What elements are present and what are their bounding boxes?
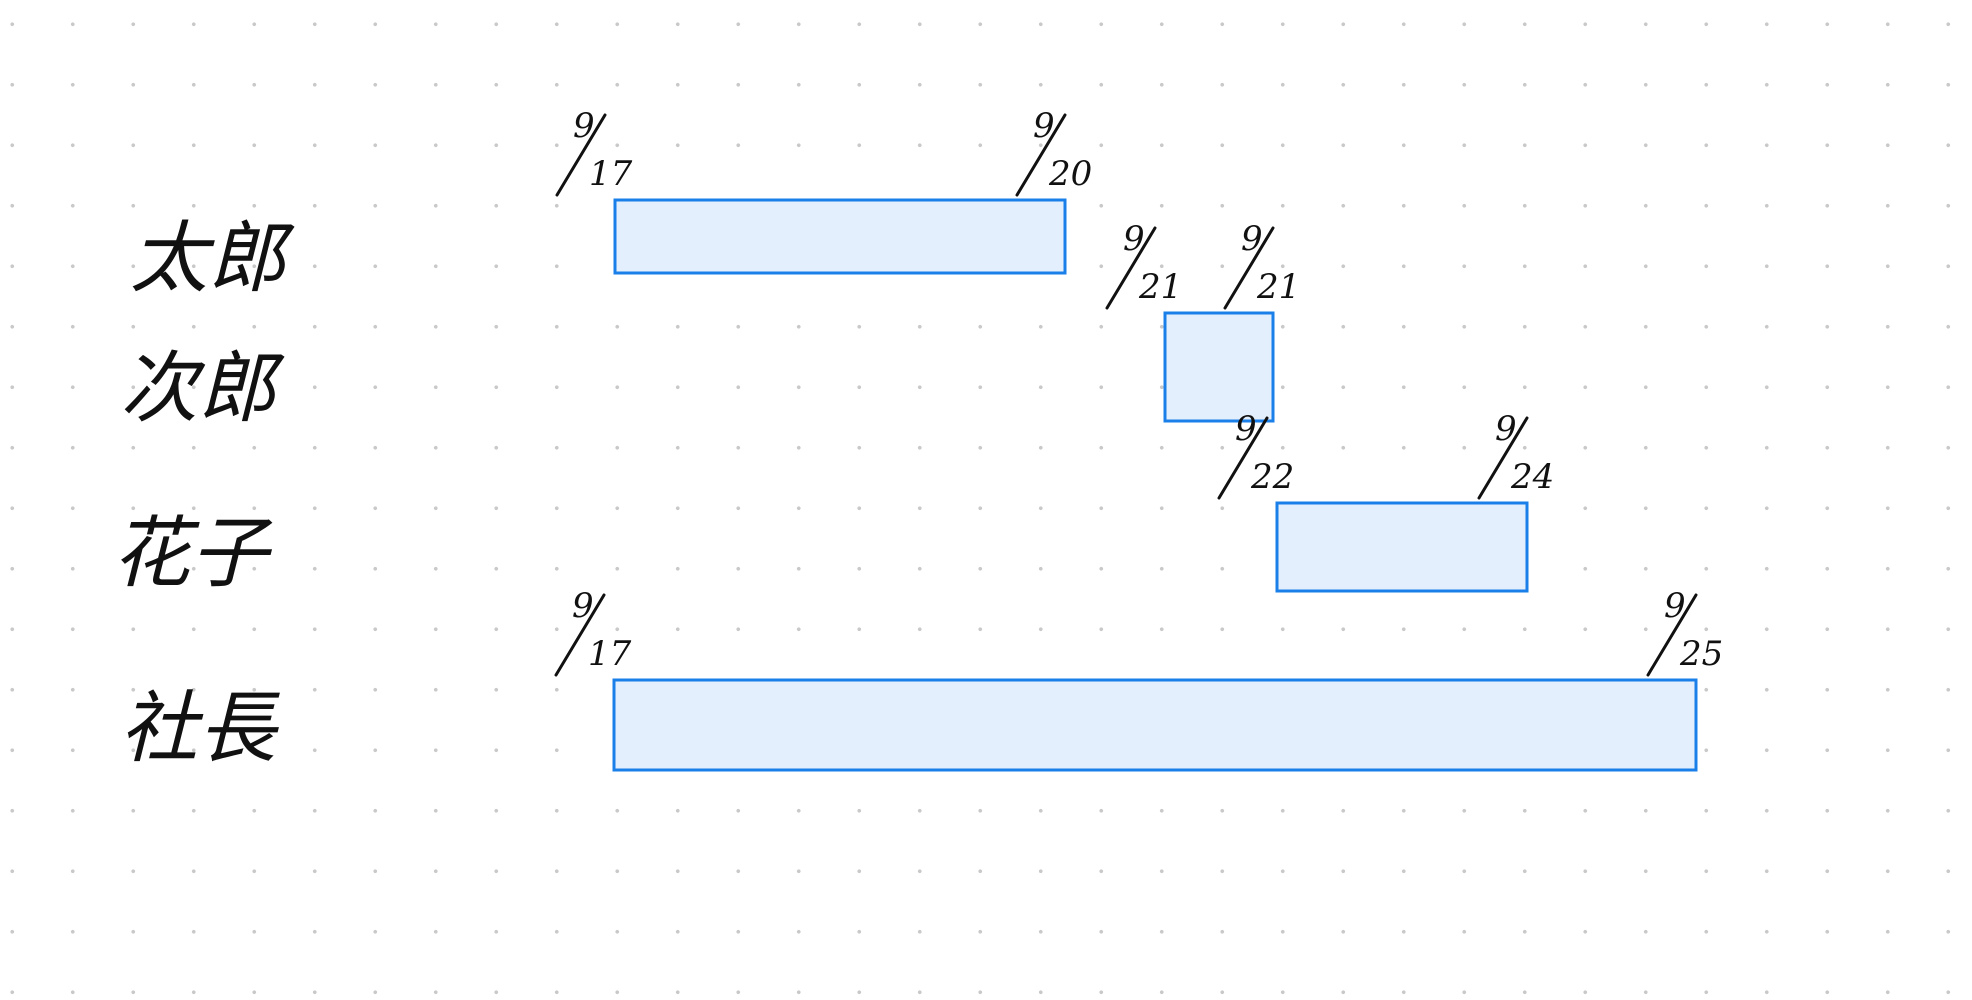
date-marker-0-start: 917	[555, 106, 633, 197]
date-marker-1-end: 921	[1223, 219, 1300, 310]
row-name-2: 花子	[112, 509, 273, 599]
date-slash	[1646, 593, 1698, 677]
date-slash	[1223, 226, 1275, 310]
date-month: 9	[1235, 409, 1257, 449]
date-day: 21	[1138, 267, 1182, 307]
date-marker-2-end: 924	[1477, 409, 1554, 500]
date-day: 21	[1256, 267, 1300, 307]
date-marker-3-end: 925	[1646, 586, 1723, 677]
date-month: 9	[1241, 219, 1263, 259]
task-bar-0[interactable]	[613, 198, 1067, 275]
date-slash	[555, 113, 607, 197]
task-bar-2[interactable]	[1275, 501, 1529, 593]
row-name-3: 社長	[120, 684, 280, 774]
date-month: 9	[1033, 106, 1055, 146]
task-bar-1[interactable]	[1163, 311, 1275, 423]
date-day: 17	[588, 634, 632, 674]
date-day: 17	[589, 154, 633, 194]
date-slash	[554, 593, 606, 677]
date-slash	[1105, 226, 1157, 310]
date-month: 9	[572, 586, 594, 626]
date-slash	[1477, 416, 1529, 500]
date-month: 9	[1495, 409, 1517, 449]
date-marker-0-end: 920	[1015, 106, 1092, 197]
date-marker-2-start: 922	[1217, 409, 1294, 500]
date-day: 24	[1510, 457, 1554, 497]
date-slash	[1217, 416, 1269, 500]
row-name-1: 次郎	[120, 344, 285, 434]
task-bars	[612, 198, 1698, 772]
date-month: 9	[1664, 586, 1686, 626]
date-day: 25	[1679, 634, 1723, 674]
row-name-0: 太郎	[130, 214, 295, 304]
date-day: 22	[1250, 457, 1294, 497]
date-marker-3-start: 917	[554, 586, 632, 677]
date-marker-1-start: 921	[1105, 219, 1182, 310]
date-month: 9	[573, 106, 595, 146]
date-month: 9	[1123, 219, 1145, 259]
date-day: 20	[1048, 154, 1092, 194]
date-slash	[1015, 113, 1067, 197]
task-bar-3[interactable]	[612, 678, 1698, 772]
